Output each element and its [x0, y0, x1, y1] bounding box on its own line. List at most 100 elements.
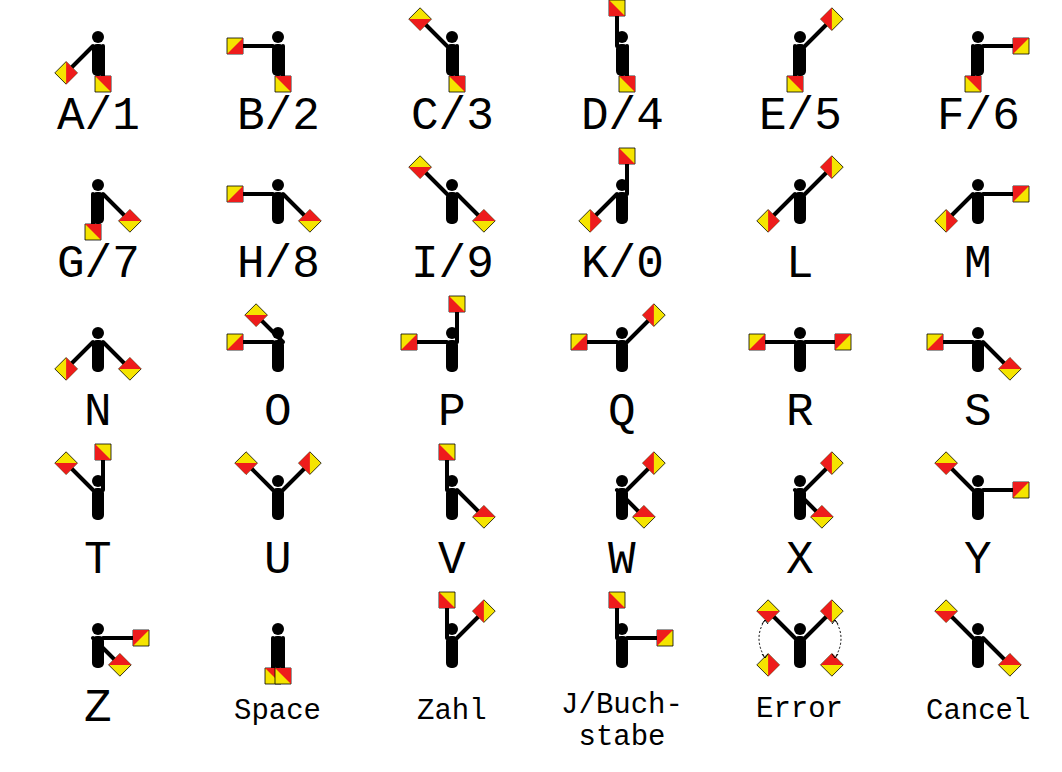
flag-red: [619, 76, 635, 92]
signaller-figure: [227, 31, 291, 92]
flag-yellow: [999, 358, 1022, 381]
flag-red: [275, 76, 291, 92]
signaller-arm: [243, 340, 273, 344]
signaller-arm: [983, 638, 1004, 659]
flag-red: [999, 358, 1022, 369]
signaller-figure: [609, 0, 635, 92]
signaller-arm: [971, 46, 975, 76]
signaller-head: [446, 31, 458, 43]
letter-label: V: [438, 536, 466, 587]
signaller-arm: [795, 490, 816, 511]
flag-red: [66, 62, 77, 85]
signaller-arm: [91, 194, 95, 224]
flag-red: [821, 452, 832, 475]
letter-label: T: [84, 536, 112, 587]
flag-yellow: [821, 8, 844, 31]
signaller-head: [972, 327, 984, 339]
flag-yellow: [757, 654, 780, 677]
signaller-arm: [615, 16, 619, 46]
flag-red: [439, 592, 455, 608]
flag-yellow: [275, 668, 291, 684]
signal-label: Zahl: [417, 696, 487, 728]
flag-red: [633, 506, 656, 517]
signaller-body: [794, 636, 806, 668]
flag-red: [768, 210, 779, 233]
signaller-body: [446, 44, 458, 76]
signaller-body: [272, 340, 284, 372]
flag-red: [85, 224, 101, 240]
flag-red: [299, 452, 310, 475]
letter-label: S: [964, 388, 992, 439]
signaller-arm: [426, 25, 447, 46]
signaller-arm: [72, 342, 93, 363]
signaller-head: [92, 623, 104, 635]
signaller-figure: [749, 327, 851, 372]
signaller-head: [972, 475, 984, 487]
flag-red: [609, 592, 625, 608]
signaller-head: [92, 31, 104, 43]
signaller-body: [616, 44, 628, 76]
signaller-arm: [281, 638, 285, 668]
letter-label: B/2: [237, 92, 320, 143]
flag-yellow: [965, 76, 981, 92]
flag-red: [811, 506, 834, 517]
signaller-figure: [965, 31, 1029, 92]
flag-yellow: [821, 600, 844, 623]
flag-red: [409, 19, 432, 30]
signaller-arm: [457, 617, 478, 638]
flag-yellow: [55, 452, 78, 475]
flag-yellow: [643, 304, 666, 327]
signaller-figure: [55, 327, 141, 380]
signaller-arm: [426, 173, 447, 194]
flag-yellow: [935, 210, 958, 233]
signaller-arm: [281, 46, 285, 76]
signaller-arm: [615, 608, 619, 638]
letter-label: H/8: [237, 240, 320, 291]
motion-arrow: [759, 620, 765, 658]
signaller-head: [794, 327, 806, 339]
flag-yellow: [1013, 38, 1029, 54]
signal-label: Cancel: [926, 696, 1030, 728]
signaller-body: [794, 44, 806, 76]
signaller-figure: [235, 452, 321, 520]
letter-label: M: [964, 240, 992, 291]
signaller-body: [446, 192, 458, 224]
flag-red: [590, 210, 601, 233]
signaller-arm: [805, 340, 835, 344]
signaller-body: [272, 44, 284, 76]
flag-yellow: [579, 210, 602, 233]
letter-label: E/5: [759, 92, 842, 143]
signaller-head: [794, 475, 806, 487]
signaller-body: [616, 192, 628, 224]
flag-red: [449, 76, 465, 92]
motion-arrow: [835, 620, 841, 658]
flag-yellow: [439, 444, 455, 460]
flag-red: [643, 304, 654, 327]
letter-label: N: [84, 388, 112, 439]
flag-yellow: [787, 76, 803, 92]
signaller-arm: [805, 617, 826, 638]
flag-yellow: [473, 600, 496, 623]
signal-label: J/Buch- stabe: [552, 690, 692, 754]
flag-yellow: [1013, 186, 1029, 202]
signaller-arm: [103, 636, 133, 640]
signaller-head: [616, 475, 628, 487]
flag-red: [245, 315, 268, 326]
signaller-body: [92, 488, 104, 520]
signaller-body: [616, 340, 628, 372]
signaller-figure: [935, 452, 1029, 520]
flag-yellow: [299, 210, 322, 233]
flag-yellow: [55, 358, 78, 381]
flag-yellow: [55, 62, 78, 85]
flag-yellow: [619, 76, 635, 92]
flag-red: [835, 334, 851, 350]
signaller-body: [92, 44, 104, 76]
flag-yellow: [473, 210, 496, 233]
signaller-body: [446, 488, 458, 520]
flag-yellow: [449, 76, 465, 92]
flag-red: [449, 296, 465, 312]
flag-yellow: [275, 76, 291, 92]
signaller-arm: [72, 469, 93, 490]
signaller-head: [972, 623, 984, 635]
signaller-arm: [952, 617, 973, 638]
